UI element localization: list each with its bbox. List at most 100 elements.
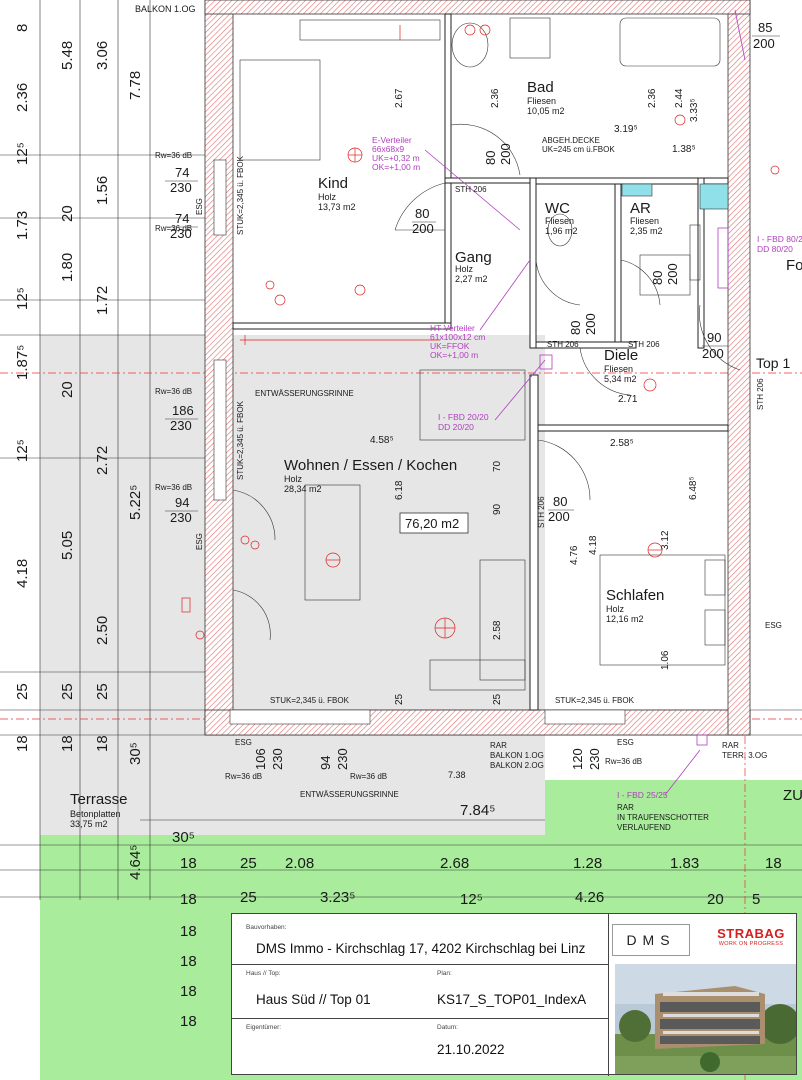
door-swings <box>232 123 741 641</box>
svg-text:STUK=2,345 ü. FBOK: STUK=2,345 ü. FBOK <box>236 155 245 235</box>
svg-text:2,35 m2: 2,35 m2 <box>630 226 663 236</box>
svg-text:25: 25 <box>492 693 503 705</box>
svg-text:2.36: 2.36 <box>14 83 31 112</box>
bauvorhaben-label: Bauvorhaben: <box>246 924 287 931</box>
svg-text:Fliesen: Fliesen <box>527 96 556 106</box>
svg-text:80: 80 <box>483 151 498 165</box>
svg-text:3.33⁵: 3.33⁵ <box>689 98 700 122</box>
svg-text:10,05 m2: 10,05 m2 <box>527 106 565 116</box>
svg-text:230: 230 <box>170 418 192 433</box>
svg-text:25: 25 <box>94 683 111 700</box>
svg-text:80: 80 <box>650 271 665 285</box>
svg-text:6.48⁵: 6.48⁵ <box>688 476 699 500</box>
room-name-wohnen: Wohnen / Essen / Kochen <box>284 457 457 474</box>
room-labels: Kind Holz 13,73 m2 Bad Fliesen 10,05 m2 … <box>70 79 664 829</box>
door-labels: 80 200 80 200 80 200 80 200 80 200 90 20… <box>165 143 728 770</box>
svg-text:5: 5 <box>752 891 760 908</box>
walls <box>204 0 751 736</box>
svg-text:25: 25 <box>240 855 257 872</box>
datum-value: 21.10.2022 <box>437 1042 505 1057</box>
svg-text:18: 18 <box>59 735 76 752</box>
svg-text:200: 200 <box>665 263 680 285</box>
svg-text:E-Verteiler: E-Verteiler <box>372 135 412 145</box>
svg-text:ESG: ESG <box>617 738 634 747</box>
plan-label: Plan: <box>437 970 452 977</box>
svg-text:HT-Verteiler: HT-Verteiler <box>430 323 475 333</box>
balkon-1og-label: BALKON 1.OG <box>135 4 196 14</box>
svg-text:230: 230 <box>335 748 350 770</box>
svg-text:2,27 m2: 2,27 m2 <box>455 274 488 284</box>
svg-text:28,34 m2: 28,34 m2 <box>284 484 322 494</box>
svg-text:I - FBD 25/25: I - FBD 25/25 <box>617 790 668 800</box>
svg-text:3.12: 3.12 <box>660 530 671 550</box>
svg-text:7.78: 7.78 <box>127 71 144 100</box>
svg-text:4.26: 4.26 <box>575 889 604 906</box>
svg-text:18: 18 <box>94 735 111 752</box>
svg-text:Fo: Fo <box>786 257 802 274</box>
svg-text:UK=245 cm ü.FBOK: UK=245 cm ü.FBOK <box>542 145 615 154</box>
svg-text:1.73: 1.73 <box>14 211 31 240</box>
svg-text:66x68x9: 66x68x9 <box>372 144 404 154</box>
room-name-kind: Kind <box>318 175 348 192</box>
svg-text:1.83: 1.83 <box>670 855 699 872</box>
svg-text:BALKON 1.OG: BALKON 1.OG <box>490 751 544 760</box>
svg-text:Top 1: Top 1 <box>756 355 790 371</box>
svg-text:120: 120 <box>570 748 585 770</box>
svg-text:7.38: 7.38 <box>448 770 466 780</box>
bath-fixtures <box>239 17 726 691</box>
plan-annotations: ABGEH.DECKE UK=245 cm ü.FBOK ENTWÄSSERUN… <box>155 136 802 832</box>
svg-text:2.58: 2.58 <box>492 620 503 640</box>
svg-text:8: 8 <box>14 24 31 32</box>
room-name-gang: Gang <box>455 249 492 266</box>
svg-text:1.06: 1.06 <box>660 650 671 670</box>
svg-text:Rw=36 dB: Rw=36 dB <box>155 483 192 492</box>
svg-text:25: 25 <box>14 683 31 700</box>
svg-text:94: 94 <box>318 756 333 770</box>
svg-text:25: 25 <box>394 693 405 705</box>
svg-text:18: 18 <box>180 891 197 908</box>
room-name-ar: AR <box>630 200 651 217</box>
svg-text:1,96 m2: 1,96 m2 <box>545 226 578 236</box>
svg-text:ESG: ESG <box>195 533 204 550</box>
svg-text:6.18: 6.18 <box>394 480 405 500</box>
datum-label: Datum: <box>437 1024 458 1031</box>
svg-text:18: 18 <box>765 855 782 872</box>
svg-text:80: 80 <box>553 494 567 509</box>
svg-text:200: 200 <box>702 346 724 361</box>
svg-text:4.58⁵: 4.58⁵ <box>370 435 394 446</box>
svg-text:12,16 m2: 12,16 m2 <box>606 614 644 624</box>
svg-text:STUK=2,345 ü. FBOK: STUK=2,345 ü. FBOK <box>270 696 350 705</box>
top-header: BALKON 1.OG 85 200 <box>135 4 780 51</box>
svg-text:74: 74 <box>175 165 189 180</box>
svg-text:1.87⁵: 1.87⁵ <box>14 345 31 380</box>
bottom-dimensions: 30⁵ 7.84⁵ 7.38 18 25 2.08 2.68 1.28 1.83… <box>172 770 782 1030</box>
svg-text:2.08: 2.08 <box>285 855 314 872</box>
svg-text:ESG: ESG <box>235 738 252 747</box>
svg-text:Fliesen: Fliesen <box>604 364 633 374</box>
svg-text:4.18: 4.18 <box>588 535 599 555</box>
svg-text:18: 18 <box>180 983 197 1000</box>
building-rendering <box>615 964 796 1074</box>
svg-text:BALKON 2.OG: BALKON 2.OG <box>490 761 544 770</box>
svg-text:70: 70 <box>492 460 503 472</box>
svg-text:30⁵: 30⁵ <box>172 829 195 846</box>
svg-text:230: 230 <box>170 180 192 195</box>
svg-text:33,75 m2: 33,75 m2 <box>70 819 108 829</box>
svg-text:12⁵: 12⁵ <box>14 287 31 310</box>
svg-text:STH 206: STH 206 <box>537 496 546 528</box>
svg-text:106: 106 <box>253 748 268 770</box>
svg-text:1.56: 1.56 <box>94 176 111 205</box>
svg-text:Rw=36 dB: Rw=36 dB <box>225 772 262 781</box>
svg-text:2.36: 2.36 <box>647 88 658 108</box>
svg-text:3.23⁵: 3.23⁵ <box>320 889 355 906</box>
svg-text:ENTWÄSSERUNGSRINNE: ENTWÄSSERUNGSRINNE <box>255 389 354 398</box>
svg-text:2.58⁵: 2.58⁵ <box>610 438 634 449</box>
svg-text:30⁵: 30⁵ <box>127 742 144 765</box>
svg-text:200: 200 <box>498 143 513 165</box>
svg-text:1.38⁵: 1.38⁵ <box>672 144 696 155</box>
svg-text:RAR: RAR <box>490 741 507 750</box>
svg-text:5.22⁵: 5.22⁵ <box>127 485 144 520</box>
svg-text:TERR. 3.OG: TERR. 3.OG <box>722 751 767 760</box>
svg-text:UK=FFOK: UK=FFOK <box>430 341 470 351</box>
title-block: Bauvorhaben: DMS Immo - Kirchschlag 17, … <box>231 913 797 1076</box>
